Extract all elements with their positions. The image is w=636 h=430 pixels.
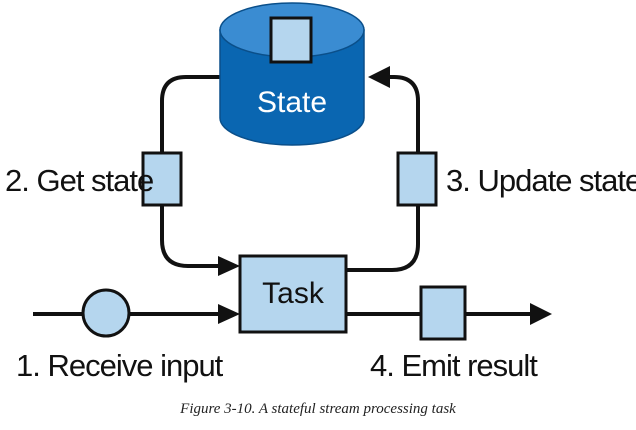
get-state-label: 2. Get state: [5, 163, 153, 198]
output-stream-arrowhead: [530, 303, 552, 325]
get-state-box: [141, 151, 183, 207]
receive-input-label: 1. Receive input: [16, 348, 224, 383]
state-cylinder: State: [219, 2, 365, 146]
figure-caption: Figure 3-10. A stateful stream processin…: [179, 401, 456, 417]
task-label: Task: [262, 277, 325, 310]
update-state-label: 3. Update state: [446, 163, 636, 198]
get-state-arrowhead: [218, 256, 240, 276]
emit-result-label: 4. Emit result: [370, 348, 538, 383]
result-box: [419, 285, 467, 341]
task-box: [238, 254, 348, 334]
input-event-circle: [81, 288, 131, 338]
state-slot-box: [269, 16, 313, 64]
update-state-arrowhead: [368, 66, 390, 88]
input-stream-arrowhead: [218, 304, 240, 324]
state-label: State: [257, 86, 327, 119]
update-state-box: [396, 151, 438, 207]
